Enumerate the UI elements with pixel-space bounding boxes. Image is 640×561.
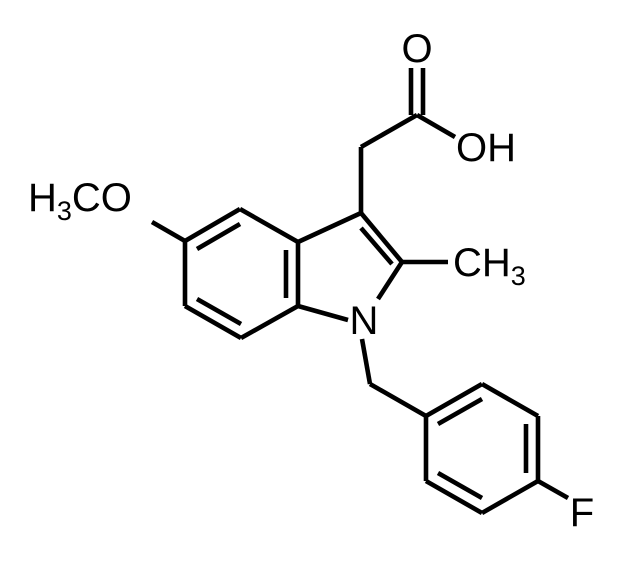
bond-ar-c5-c6-double [436, 471, 484, 500]
bond-ar-c1-c2-double [436, 397, 484, 426]
bond-n1-c7a [297, 303, 349, 323]
methyl-subscript: 3 [511, 261, 526, 291]
methyl-prefix: CH [453, 241, 511, 285]
bond-c2-n1 [376, 260, 404, 301]
bond-ar-c5-c6 [424, 479, 484, 515]
bond-c6-c7 [183, 304, 243, 340]
methoxy-label: H3CO [28, 176, 132, 226]
hydroxyl-label: OH [456, 126, 516, 170]
nitrogen-label: N [350, 299, 379, 343]
bond-n1-benzyl-ch2 [359, 338, 373, 385]
bond-c4-c5-double [195, 222, 242, 251]
bond-c6-c7-double [195, 297, 243, 326]
bond-ch2-carboxyl [359, 113, 419, 149]
bond-ar-c4-c5 [480, 479, 540, 515]
fluorine-label: F [570, 491, 594, 535]
methoxy-subscript: 3 [57, 196, 72, 226]
bond-c4-c5 [183, 207, 242, 243]
bond-c7-c7a [239, 303, 300, 341]
bond-ar-c1-c2 [424, 382, 484, 418]
carbonyl-oxygen-label: O [401, 27, 432, 71]
bond-carboxyl-hydroxyl [415, 113, 457, 139]
bond-ar-c2-c3 [480, 382, 540, 418]
methoxy-prefix: H [28, 176, 57, 220]
bond-c3-c2-double [359, 226, 394, 266]
bond-c4-fluorine [536, 478, 570, 501]
methyl-label: CH3 [453, 241, 526, 291]
bond-ch2-aryl [368, 382, 428, 418]
bond-c5-oxygen [150, 220, 187, 243]
bond-c3a-c3 [297, 210, 362, 245]
methoxy-suffix: CO [72, 176, 132, 220]
bond-c3-c2 [359, 211, 404, 264]
bond-c3a-c4 [238, 207, 300, 244]
